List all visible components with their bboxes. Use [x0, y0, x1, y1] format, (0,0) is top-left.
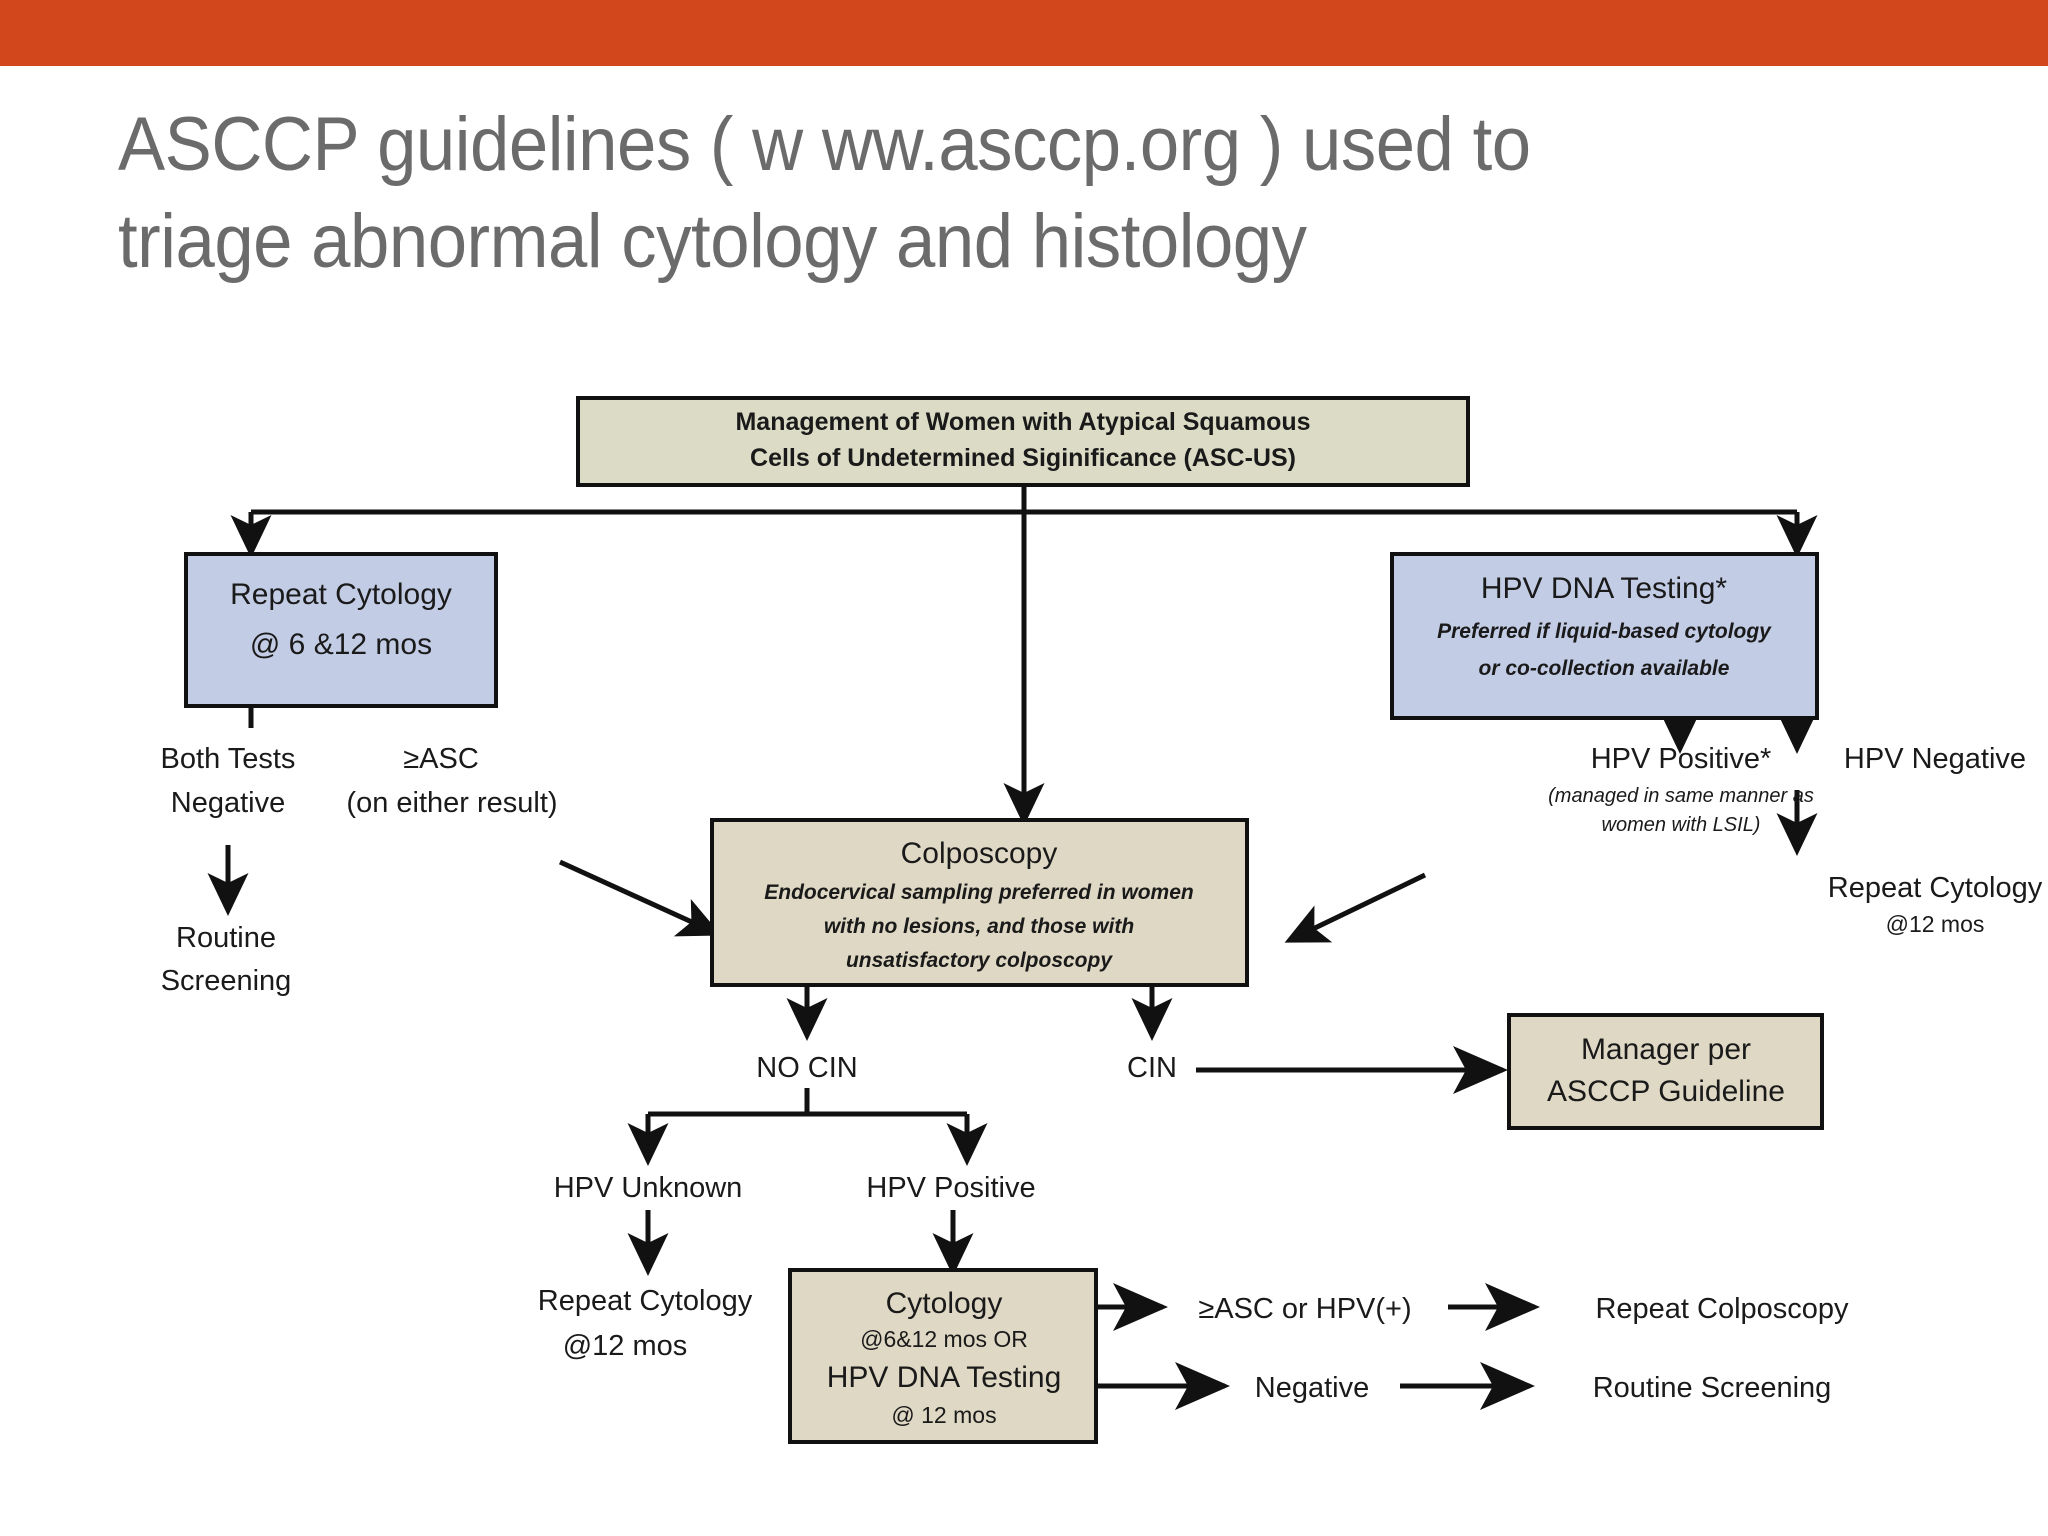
label-repeat-colposcopy: Repeat Colposcopy — [1595, 1293, 1849, 1325]
colposcopy-line-1: Colposcopy — [901, 837, 1058, 870]
node-colposcopy[interactable]: Colposcopy Endocervical sampling preferr… — [710, 818, 1249, 987]
cytology-line-1: Cytology — [886, 1287, 1003, 1320]
label-both-tests-negative: Both Tests Negative — [161, 743, 296, 819]
label-hpv-unknown: HPV Unknown — [554, 1172, 743, 1204]
repeat-cytology-line-2: @ 6 &12 mos — [250, 628, 432, 661]
asccp-flowchart: Management of Women with Atypical Squamo… — [0, 370, 2048, 1480]
page-title-line-2: triage abnormal cytology and histology — [118, 199, 1307, 285]
hpv-positive-line-2: (managed in same manner as — [1548, 785, 1814, 807]
label-routine-screening-bottom: Routine Screening — [1593, 1372, 1832, 1404]
node-cytology-hpv-dna[interactable]: Cytology @6&12 mos OR HPV DNA Testing @ … — [788, 1268, 1098, 1444]
label-asc-either-result: ≥ASC (on either result) — [346, 743, 557, 819]
repeat-right-line-1: Repeat Cytology — [1828, 872, 2043, 904]
root-line-2: Cells of Undetermined Siginificance (ASC… — [750, 444, 1296, 472]
routine-left-line-1: Routine — [176, 922, 276, 954]
node-asc-us-root[interactable]: Management of Women with Atypical Squamo… — [576, 396, 1470, 487]
repeat-cytology-line-1: Repeat Cytology — [230, 578, 452, 611]
label-repeat-cytology-right: Repeat Cytology @12 mos — [1828, 872, 2043, 937]
label-hpv-positive: HPV Positive* (managed in same manner as… — [1548, 743, 1814, 836]
edge-asc-to-colposcopy — [558, 859, 722, 937]
label-routine-screening-left: Routine Screening — [161, 922, 292, 997]
cytology-line-2: @6&12 mos OR — [860, 1326, 1028, 1352]
asc-line-2: (on either result) — [346, 787, 557, 819]
edge-hpv-positive-to-colposcopy — [1284, 872, 1427, 943]
asc-line-1: ≥ASC — [403, 743, 479, 775]
root-line-1: Management of Women with Atypical Squamo… — [735, 408, 1310, 436]
label-negative: Negative — [1255, 1372, 1369, 1404]
label-cin: CIN — [1127, 1052, 1177, 1084]
both-tests-line-1: Both Tests — [161, 743, 296, 775]
colposcopy-line-4: unsatisfactory colposcopy — [846, 949, 1113, 972]
repeat-bottom-line-2: @12 mos — [563, 1330, 688, 1362]
node-repeat-cytology-6-12[interactable]: Repeat Cytology @ 6 &12 mos — [184, 552, 498, 708]
node-hpv-dna-testing[interactable]: HPV DNA Testing* Preferred if liquid-bas… — [1390, 552, 1819, 720]
cytology-line-3: HPV DNA Testing — [827, 1361, 1062, 1394]
colposcopy-line-2: Endocervical sampling preferred in women — [764, 881, 1193, 904]
label-no-cin: NO CIN — [756, 1052, 858, 1084]
manager-line-1: Manager per — [1581, 1033, 1751, 1066]
cytology-line-4: @ 12 mos — [891, 1402, 996, 1428]
hpv-dna-line-2: Preferred if liquid-based cytology — [1437, 620, 1772, 643]
slide-accent-bar — [0, 0, 2048, 66]
label-asc-or-hpv-positive: ≥ASC or HPV(+) — [1198, 1293, 1411, 1325]
label-hpv-negative: HPV Negative — [1844, 743, 2026, 775]
hpv-positive-line-1: HPV Positive* — [1591, 743, 1772, 775]
label-hpv-positive-lower: HPV Positive — [866, 1172, 1035, 1204]
colposcopy-line-3: with no lesions, and those with — [824, 915, 1134, 938]
hpv-dna-line-1: HPV DNA Testing* — [1481, 572, 1728, 605]
page-title: ASCCP guidelines ( w ww.asccp.org ) used… — [118, 96, 1792, 291]
repeat-bottom-line-1: Repeat Cytology — [538, 1285, 753, 1317]
routine-left-line-2: Screening — [161, 965, 292, 997]
label-repeat-cytology-bottom: Repeat Cytology @12 mos — [538, 1285, 753, 1362]
both-tests-line-2: Negative — [171, 787, 285, 819]
page-title-line-1: ASCCP guidelines ( w ww.asccp.org ) used… — [118, 102, 1531, 187]
hpv-positive-line-3: women with LSIL) — [1602, 814, 1761, 836]
hpv-dna-line-3: or co-collection available — [1479, 657, 1730, 680]
node-manager-asccp-guideline[interactable]: Manager per ASCCP Guideline — [1507, 1013, 1824, 1130]
repeat-right-line-2: @12 mos — [1886, 911, 1985, 937]
hpv-negative-line-1: HPV Negative — [1844, 743, 2026, 775]
manager-line-2: ASCCP Guideline — [1547, 1075, 1785, 1108]
